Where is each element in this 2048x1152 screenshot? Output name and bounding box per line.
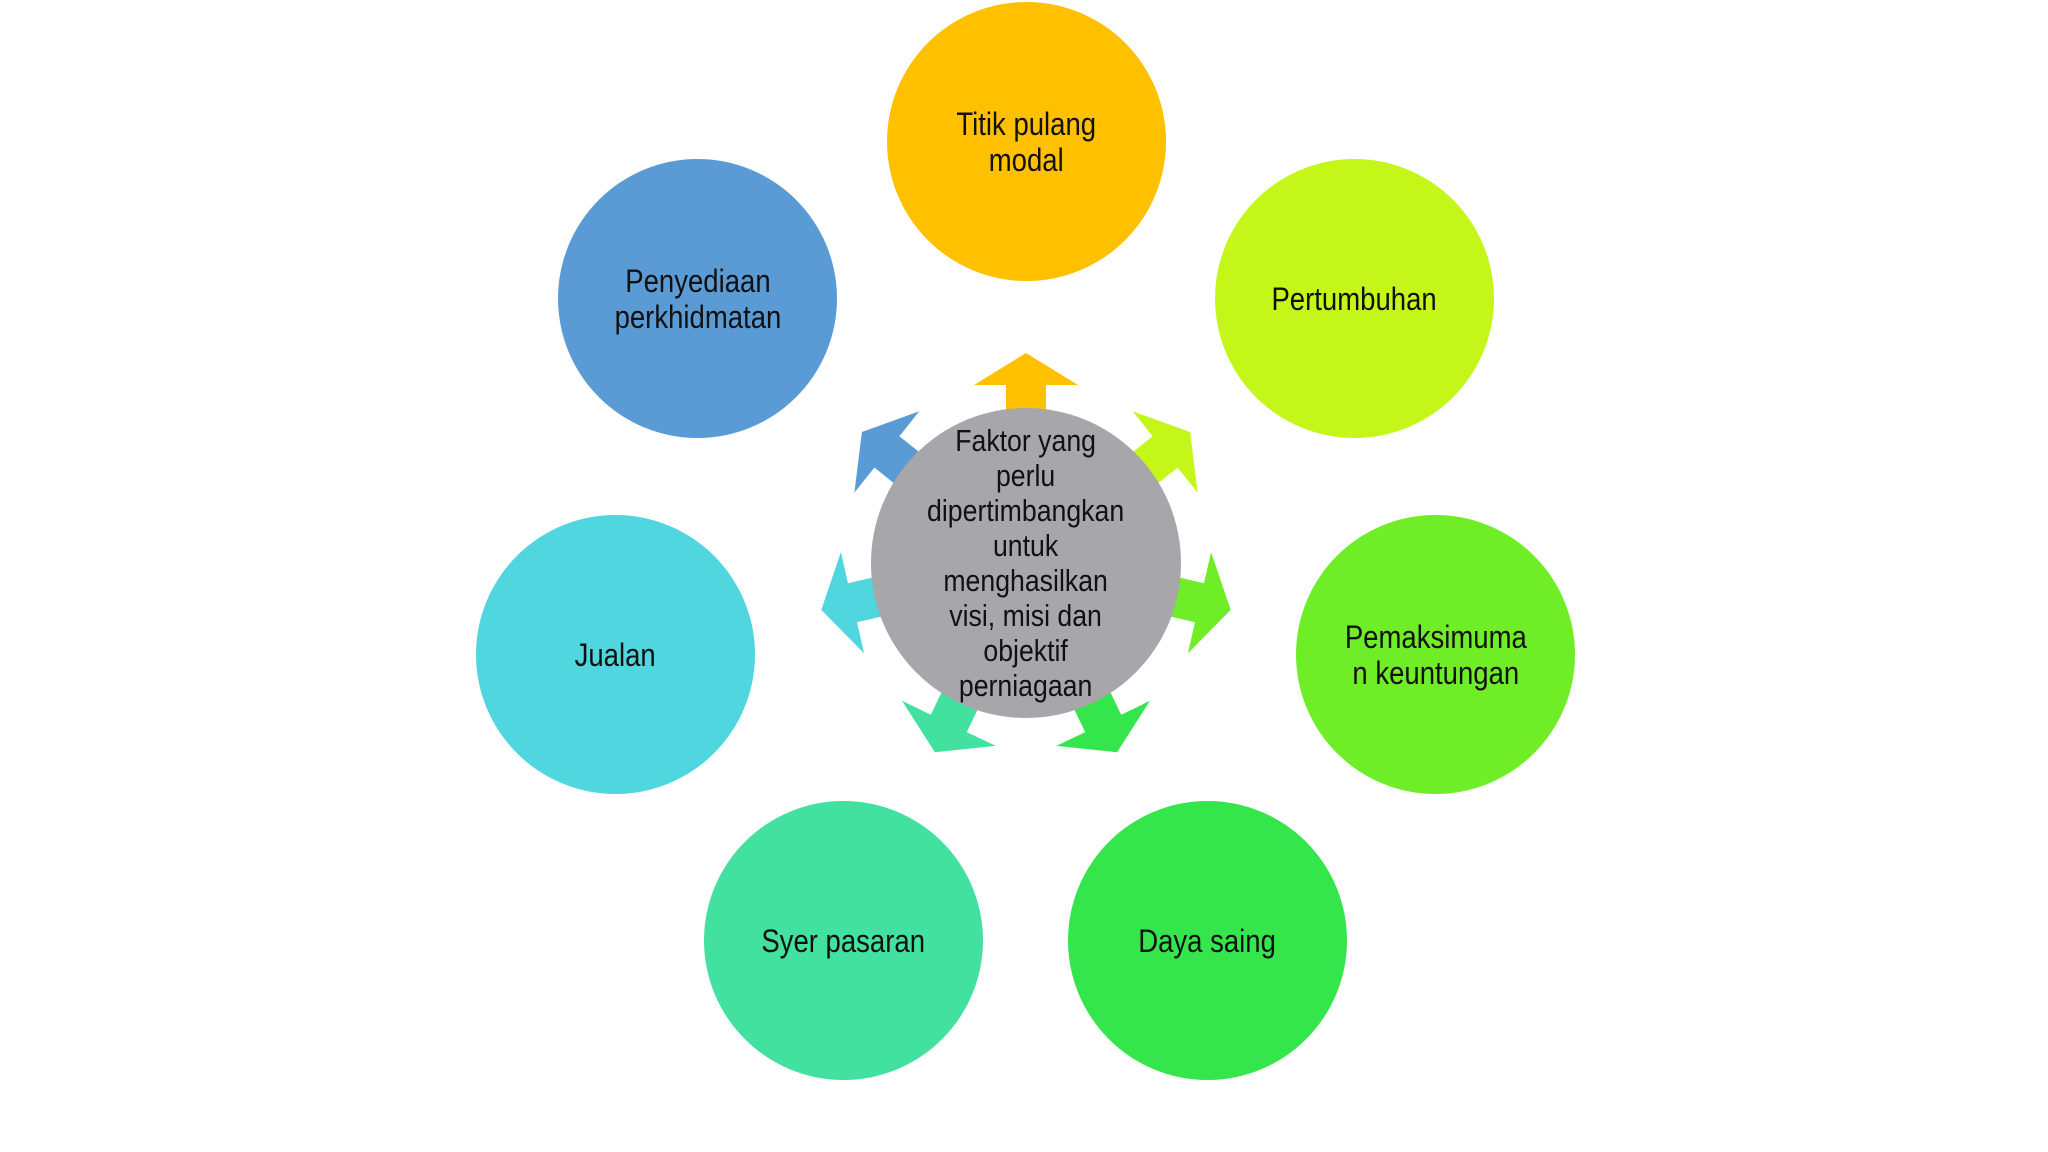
node-label: Penyediaan perkhidmatan: [614, 262, 781, 335]
node-label: Syer pasaran: [761, 922, 926, 959]
node-pemaksimuman-keuntungan: Pemaksimuma n keuntungan: [1296, 515, 1575, 794]
node-titik-pulang-modal: Titik pulang modal: [887, 2, 1166, 281]
node-label: Pertumbuhan: [1271, 280, 1438, 317]
node-label: Pemaksimuma n keuntungan: [1344, 618, 1527, 691]
arrow-to-titik-pulang-modal: [974, 353, 1078, 411]
node-daya-saing: Daya saing: [1068, 801, 1347, 1080]
node-penyediaan-perkhidmatan: Penyediaan perkhidmatan: [558, 159, 837, 438]
node-pertumbuhan: Pertumbuhan: [1215, 159, 1494, 438]
node-label: Jualan: [574, 636, 657, 673]
node-jualan: Jualan: [476, 515, 755, 794]
node-label: Daya saing: [1138, 922, 1277, 959]
node-label: Titik pulang modal: [956, 105, 1097, 178]
center-label: Faktor yang perlu dipertimbangkan untuk …: [927, 423, 1125, 703]
center-node: Faktor yang perlu dipertimbangkan untuk …: [871, 408, 1181, 718]
arrow-to-pemaksimuman-keuntungan: [1169, 552, 1231, 654]
arrow-to-jualan: [821, 552, 883, 654]
node-syer-pasaran: Syer pasaran: [704, 801, 983, 1080]
